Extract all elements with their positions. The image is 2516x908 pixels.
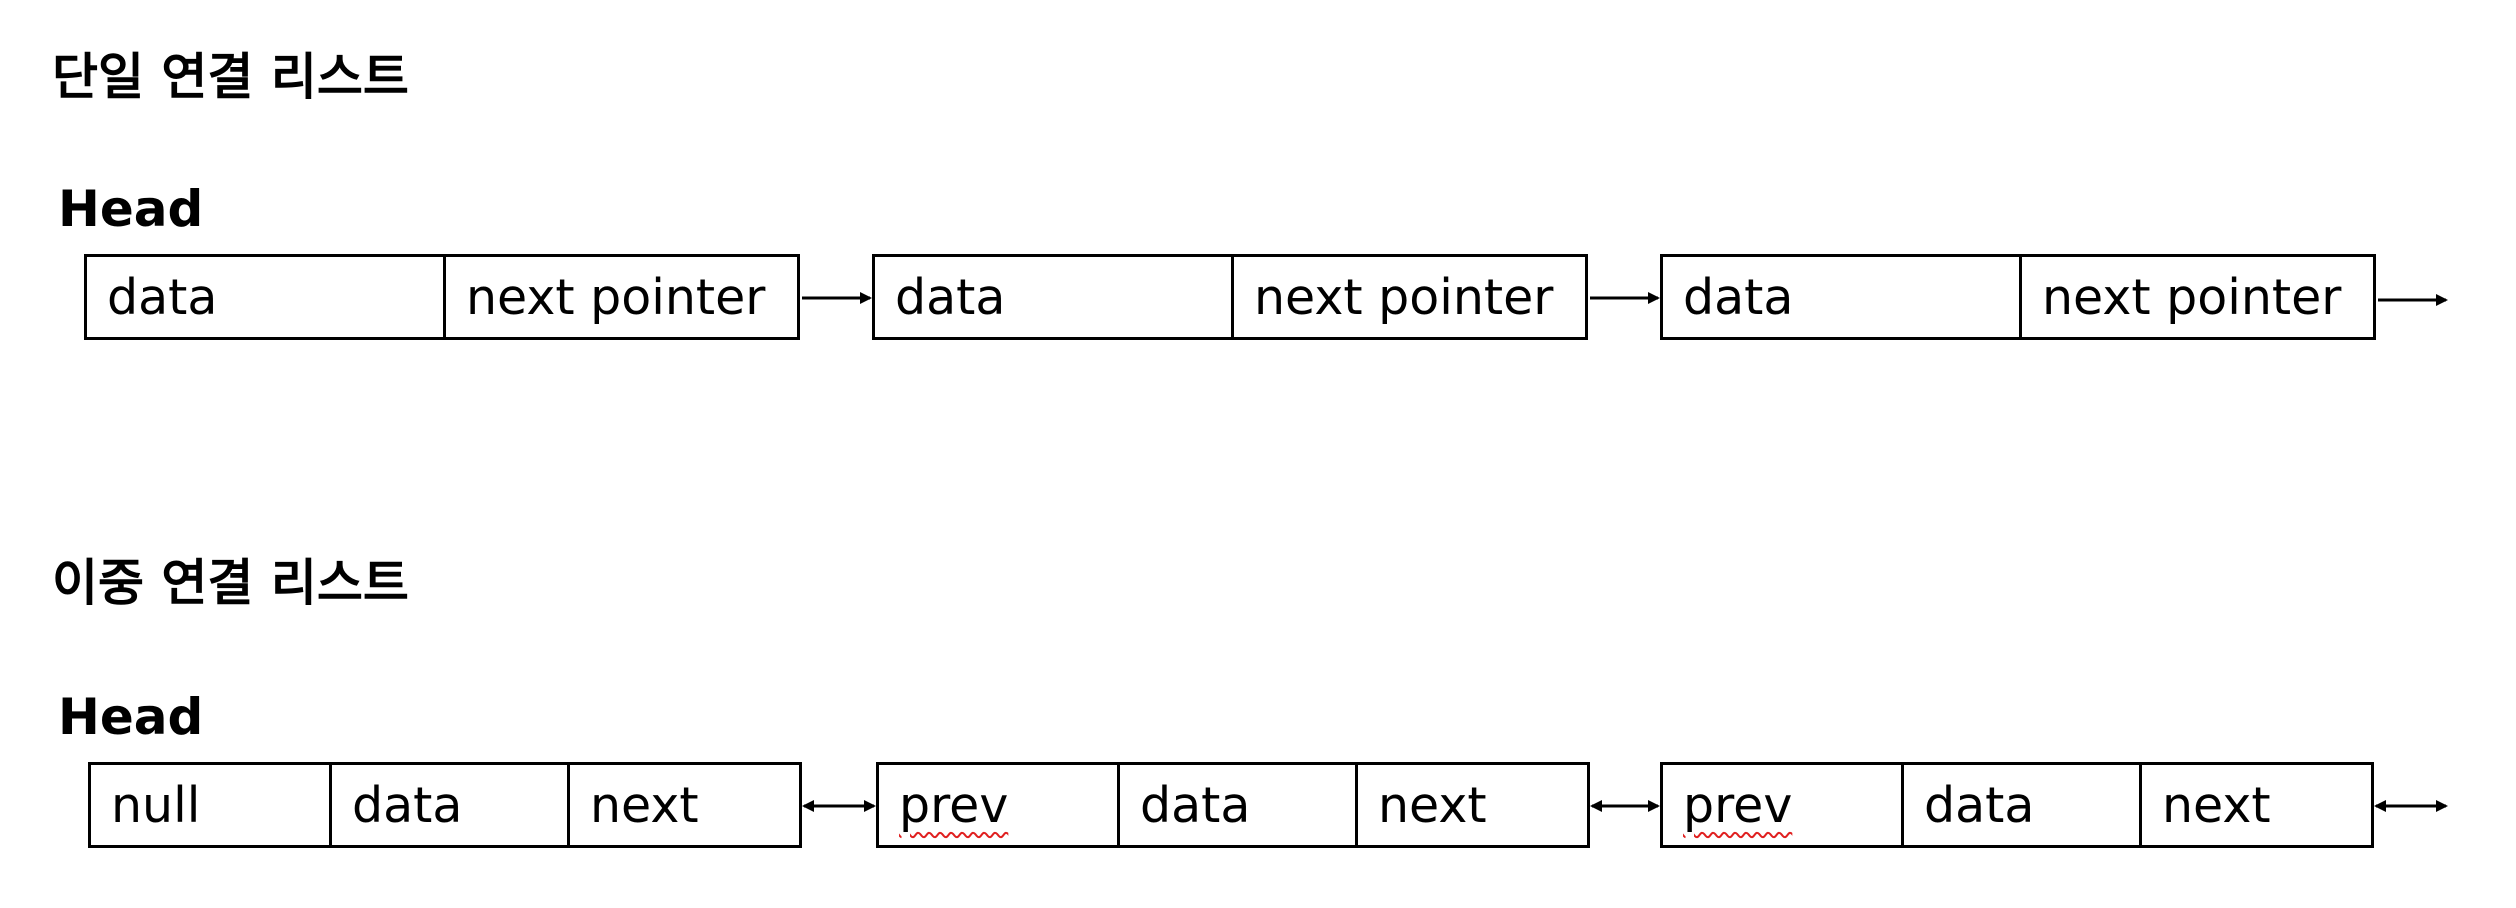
doubly-linked-list-title: 이중 연결 리스트 (52, 554, 409, 612)
singly-node-2-data: data (895, 268, 1006, 326)
singly-node-1-next-pointer: next pointer (443, 257, 797, 337)
doubly-node-2-next: next (1355, 765, 1587, 845)
singly-node-3: data next pointer (1660, 254, 2376, 340)
singly-node-3-next-pointer: next pointer (2019, 257, 2373, 337)
singly-node-1-data: data (107, 268, 218, 326)
doubly-node-3: prev data next (1660, 762, 2374, 848)
doubly-node-2-data: data (1117, 765, 1355, 845)
doubly-node-1: null data next (88, 762, 802, 848)
doubly-head-label: Head (58, 688, 204, 746)
doubly-node-2: prev data next (876, 762, 1590, 848)
doubly-node-2-prev-text: prev (899, 776, 1009, 834)
singly-node-2-next-pointer: next pointer (1231, 257, 1585, 337)
doubly-node-1-prev-null: null (111, 776, 201, 834)
singly-node-3-data: data (1683, 268, 1794, 326)
doubly-node-3-prev-text: prev (1683, 776, 1793, 834)
doubly-node-3-prev: prev (1663, 765, 1901, 845)
doubly-node-1-next: next (567, 765, 799, 845)
singly-head-label: Head (58, 180, 204, 238)
singly-linked-list-title: 단일 연결 리스트 (52, 48, 409, 106)
singly-node-1: data next pointer (84, 254, 800, 340)
singly-node-2: data next pointer (872, 254, 1588, 340)
doubly-node-3-data: data (1901, 765, 2139, 845)
doubly-node-3-next: next (2139, 765, 2371, 845)
doubly-node-1-data: data (329, 765, 567, 845)
doubly-node-2-prev: prev (879, 765, 1117, 845)
